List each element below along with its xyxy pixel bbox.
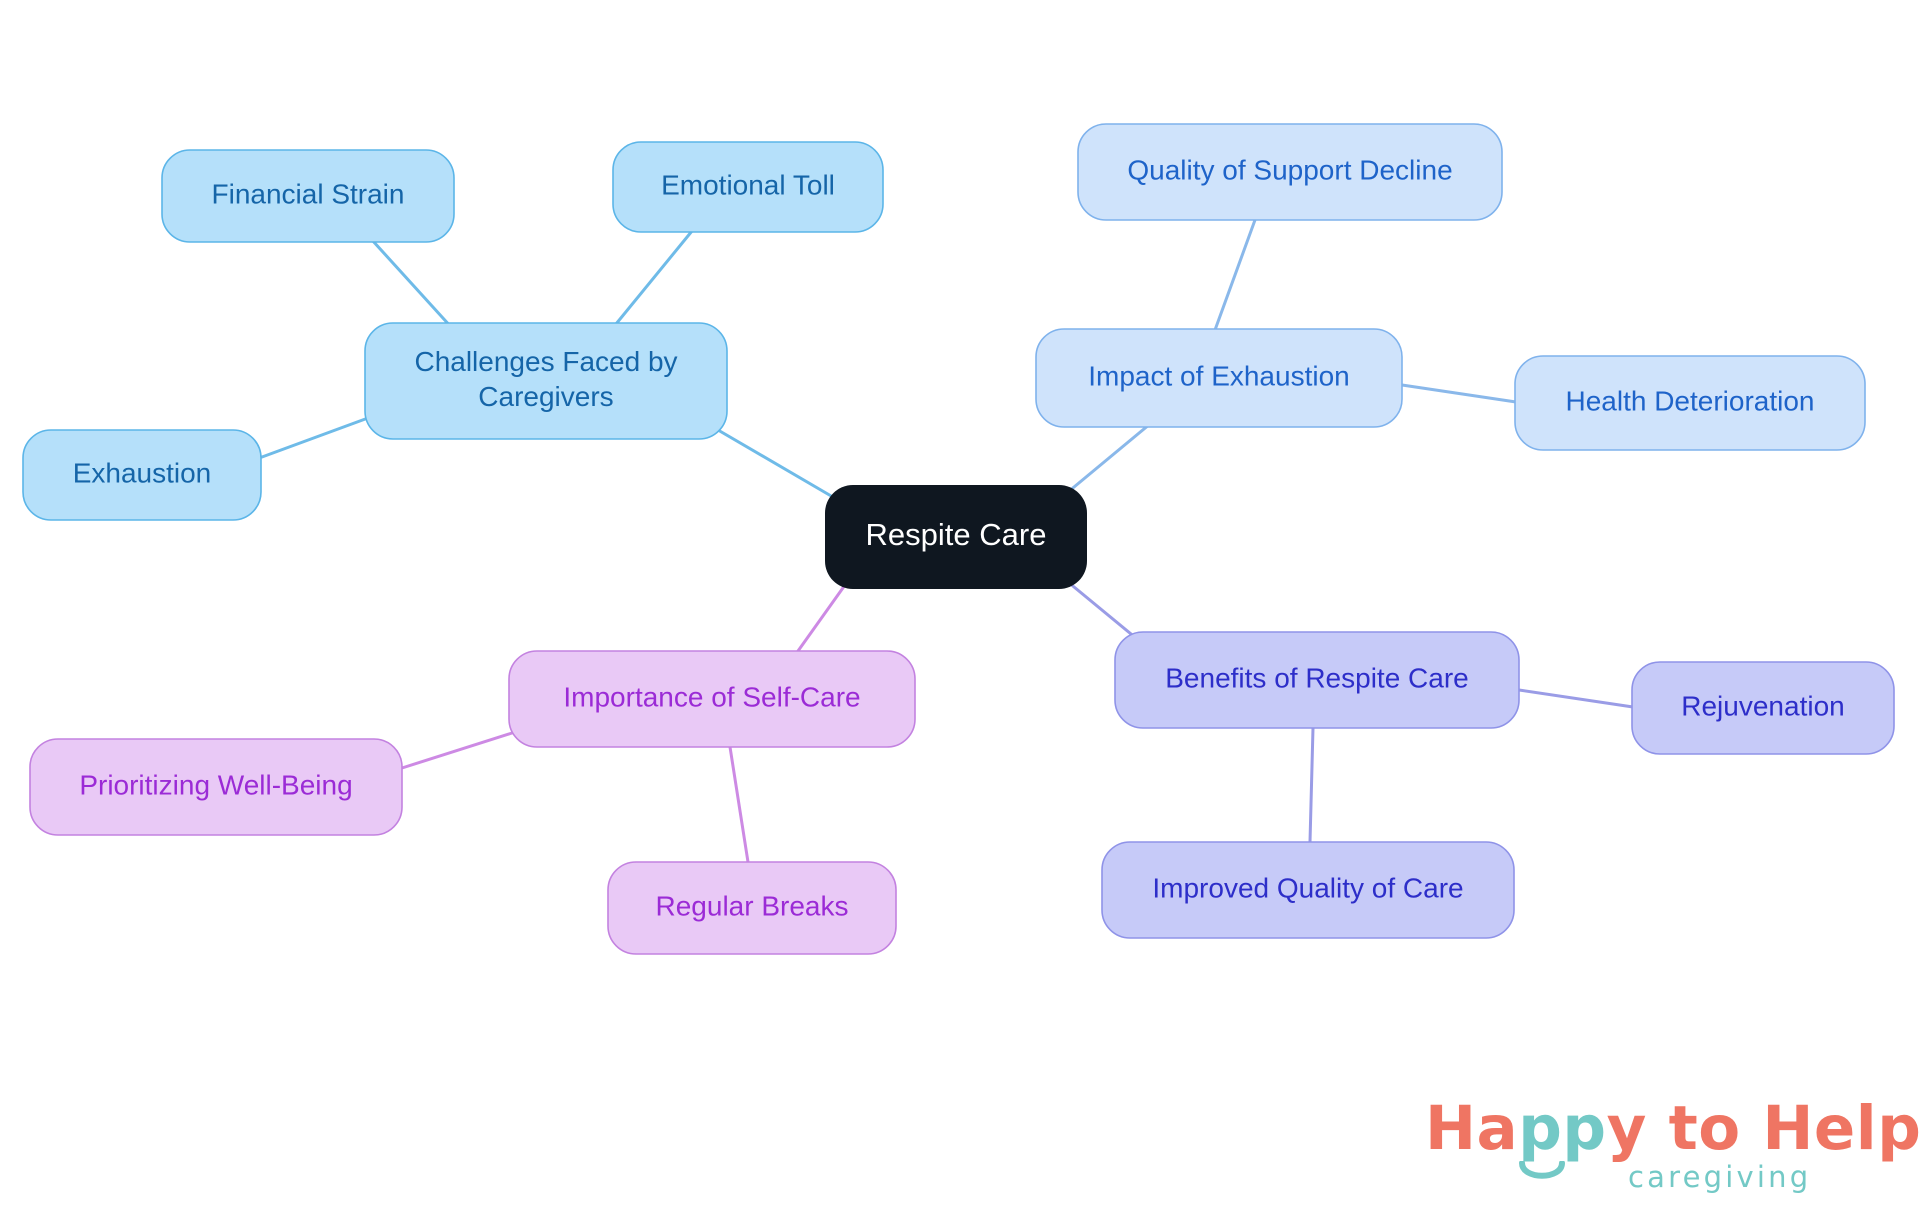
node-branch-challenges-label: Challenges Faced by <box>414 346 677 377</box>
node-leaf-rejuvenation[interactable]: Rejuvenation <box>1631 661 1895 755</box>
edge-center-to-challenges <box>716 428 840 502</box>
node-branch-challenges-label: Caregivers <box>478 381 613 412</box>
logo-text-to-help: to Help <box>1646 1093 1920 1164</box>
node-leaf-regular-breaks-label: Regular Breaks <box>656 890 849 921</box>
node-branch-selfcare-shape <box>508 650 916 748</box>
edge-benefits-to-improved-quality-of-care <box>1308 726 1315 844</box>
logo-wordmark: Happy to Help <box>1425 1098 1920 1159</box>
node-branch-selfcare[interactable]: Importance of Self-Care <box>508 650 916 748</box>
brand-logo: Happy to Help caregiving <box>1425 1098 1920 1206</box>
node-branch-impact[interactable]: Impact of Exhaustion <box>1035 328 1403 428</box>
node-leaf-prioritizing-well-being-label: Prioritizing Well-Being <box>79 769 352 800</box>
node-leaf-emotional-toll[interactable]: Emotional Toll <box>612 141 884 233</box>
node-branch-benefits-shape <box>1114 631 1520 729</box>
edge-selfcare-to-regular-breaks <box>728 745 750 864</box>
edge-challenges-to-emotional-toll <box>614 229 694 326</box>
node-branch-benefits[interactable]: Benefits of Respite Care <box>1114 631 1520 729</box>
node-leaf-regular-breaks[interactable]: Regular Breaks <box>607 861 897 955</box>
edge-impact-to-health-deterioration <box>1400 383 1518 404</box>
node-branch-challenges[interactable]: Challenges Faced by Caregivers <box>364 322 728 440</box>
node-leaf-health-deterioration-shape <box>1514 355 1866 451</box>
node-leaf-improved-quality-of-care-label: Improved Quality of Care <box>1152 872 1463 903</box>
edge-selfcare-to-prioritizing-well-being <box>400 731 514 770</box>
edge-challenges-to-exhaustion <box>260 416 370 459</box>
node-leaf-financial-strain-label: Financial Strain <box>212 178 405 209</box>
node-leaf-financial-strain[interactable]: Financial Strain <box>161 149 455 243</box>
node-leaf-health-deterioration[interactable]: Health Deterioration <box>1514 355 1866 451</box>
node-leaf-emotional-toll-label: Emotional Toll <box>661 169 835 200</box>
node-leaf-regular-breaks-shape <box>607 861 897 955</box>
node-leaf-exhaustion[interactable]: Exhaustion <box>22 429 262 521</box>
node-leaf-exhaustion-shape <box>22 429 262 521</box>
edge-challenges-to-financial-strain <box>370 238 454 330</box>
logo-text-y: y <box>1606 1093 1647 1164</box>
node-branch-benefits-label: Benefits of Respite Care <box>1165 662 1469 693</box>
node-leaf-prioritizing-well-being-shape <box>29 738 403 836</box>
edges-group <box>260 218 1635 864</box>
node-leaf-health-deterioration-label: Health Deterioration <box>1565 385 1814 416</box>
node-leaf-financial-strain-shape <box>161 149 455 243</box>
node-branch-challenges-shape <box>364 322 728 440</box>
edge-center-to-impact <box>1060 422 1152 499</box>
edge-center-to-selfcare <box>796 576 852 653</box>
node-leaf-rejuvenation-shape <box>1631 661 1895 755</box>
node-leaf-prioritizing-well-being[interactable]: Prioritizing Well-Being <box>29 738 403 836</box>
logo-tagline: caregiving <box>1628 1160 1812 1194</box>
node-leaf-quality-of-support-decline-label: Quality of Support Decline <box>1127 154 1452 185</box>
edge-impact-to-quality-of-support-decline <box>1213 218 1257 332</box>
node-leaf-improved-quality-of-care[interactable]: Improved Quality of Care <box>1101 841 1515 939</box>
edge-benefits-to-rejuvenation <box>1517 688 1635 709</box>
node-leaf-quality-of-support-decline[interactable]: Quality of Support Decline <box>1077 123 1503 221</box>
node-center-respite-care-label: Respite Care <box>866 517 1047 552</box>
node-branch-impact-shape <box>1035 328 1403 428</box>
node-leaf-emotional-toll-shape <box>612 141 884 233</box>
node-center-respite-care-shape <box>825 485 1087 589</box>
node-leaf-improved-quality-of-care-shape <box>1101 841 1515 939</box>
logo-text-pp: pp <box>1518 1093 1607 1164</box>
node-branch-impact-label: Impact of Exhaustion <box>1088 360 1349 391</box>
node-leaf-rejuvenation-label: Rejuvenation <box>1681 690 1844 721</box>
node-leaf-exhaustion-label: Exhaustion <box>73 457 212 488</box>
logo-text-ha: Ha <box>1425 1093 1519 1164</box>
smile-icon <box>1519 1161 1565 1179</box>
node-center-respite-care[interactable]: Respite Care <box>825 485 1087 589</box>
node-leaf-quality-of-support-decline-shape <box>1077 123 1503 221</box>
node-branch-selfcare-label: Importance of Self-Care <box>563 681 860 712</box>
nodes-group: Respite Care Challenges Faced by Caregiver… <box>22 123 1895 955</box>
